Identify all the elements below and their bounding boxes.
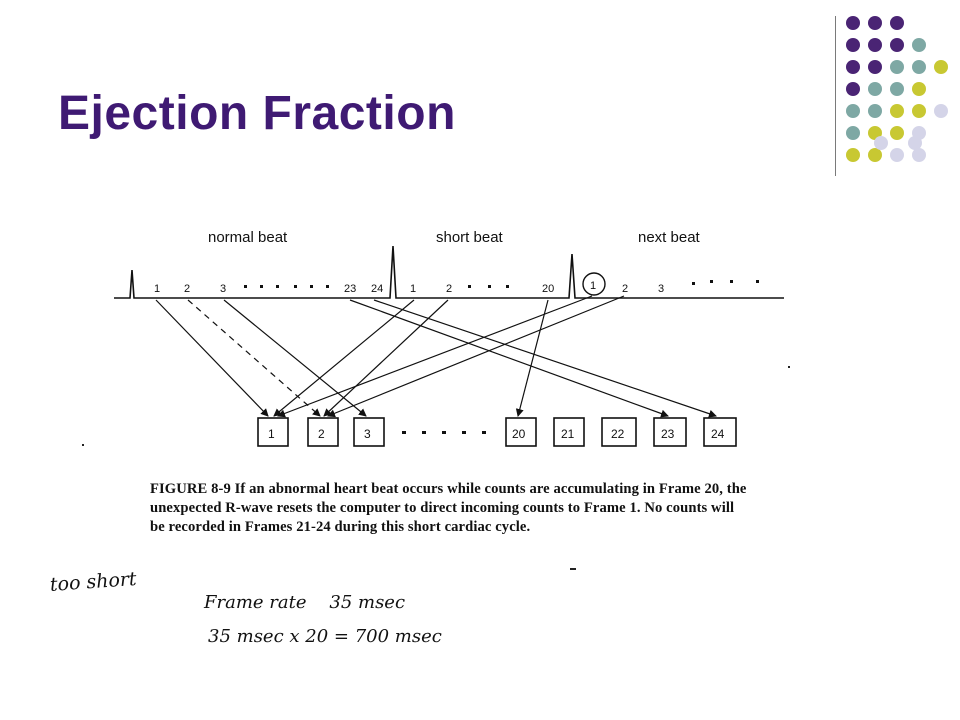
short-beat-arrows xyxy=(273,299,549,417)
caption-text: If an abnormal heart beat occurs while c… xyxy=(150,481,747,535)
decorative-dot xyxy=(908,136,922,150)
short-tick-2: 2 xyxy=(446,283,452,295)
normal-tick-3: 3 xyxy=(220,283,226,295)
frame-label-24: 24 xyxy=(711,427,725,441)
next-tick-1: 1 xyxy=(590,280,596,292)
decorative-dot xyxy=(874,136,888,150)
frame-label-21: 21 xyxy=(561,427,575,441)
next-tick-2: 2 xyxy=(622,283,628,295)
normal-tick-24: 24 xyxy=(371,283,383,295)
frame-label-23: 23 xyxy=(661,427,675,441)
frame-label-22: 22 xyxy=(611,427,625,441)
beat-label-short: short beat xyxy=(436,229,504,246)
caption-label: FIGURE 8-9 xyxy=(150,481,231,497)
frame-label-20: 20 xyxy=(512,427,526,441)
ecg-trace xyxy=(114,245,784,299)
next-dots xyxy=(692,280,759,285)
scanned-figure: normal beat short beat next beat 1 2 3 2… xyxy=(44,212,860,688)
reset-circle xyxy=(582,272,606,296)
frame-label-2: 2 xyxy=(318,427,325,441)
decorative-dot-grid xyxy=(846,12,948,162)
short-tick-20: 20 xyxy=(542,283,554,295)
normal-tick-23: 23 xyxy=(344,283,356,295)
frame-gating-diagram: normal beat short beat next beat 1 2 3 2… xyxy=(82,229,790,570)
handwritten-note-frame-rate: Frame rate 35 msec xyxy=(204,592,406,613)
divider-line xyxy=(835,16,836,176)
normal-dots xyxy=(244,285,329,288)
beat-label-normal: normal beat xyxy=(208,229,288,246)
frame-boxes xyxy=(257,417,737,447)
normal-tick-1: 1 xyxy=(154,283,160,295)
next-tick-3: 3 xyxy=(658,283,664,295)
next-beat-arrows xyxy=(277,295,625,418)
beat-label-next: next beat xyxy=(638,229,701,246)
figure-caption: FIGURE 8-9 If an abnormal heart beat occ… xyxy=(150,480,750,537)
frame-dots xyxy=(402,431,486,434)
scan-specks xyxy=(82,366,790,570)
normal-tick-2: 2 xyxy=(184,283,190,295)
normal-beat-arrows xyxy=(155,299,717,418)
short-tick-1: 1 xyxy=(410,283,416,295)
short-dots xyxy=(468,285,509,288)
frame-label-3: 3 xyxy=(364,427,371,441)
handwritten-note-calculation: 35 msec x 20 = 700 msec xyxy=(208,626,442,647)
slide-title: Ejection Fraction xyxy=(58,87,456,140)
frame-label-1: 1 xyxy=(268,427,275,441)
